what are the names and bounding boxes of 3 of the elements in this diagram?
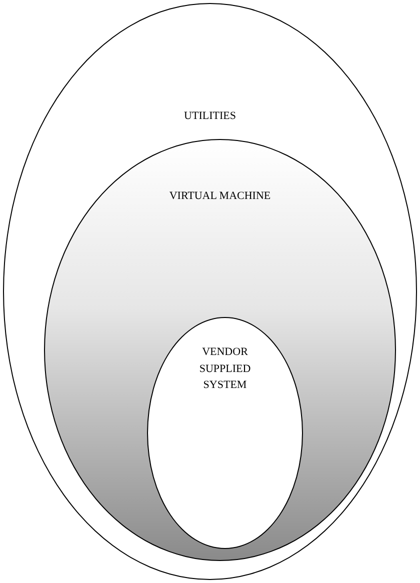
region-label: UTILITIES [183,109,237,124]
region-label: VENDOR SUPPLIED SYSTEM [198,345,252,393]
region-label: VIRTUAL MACHINE [168,189,272,204]
